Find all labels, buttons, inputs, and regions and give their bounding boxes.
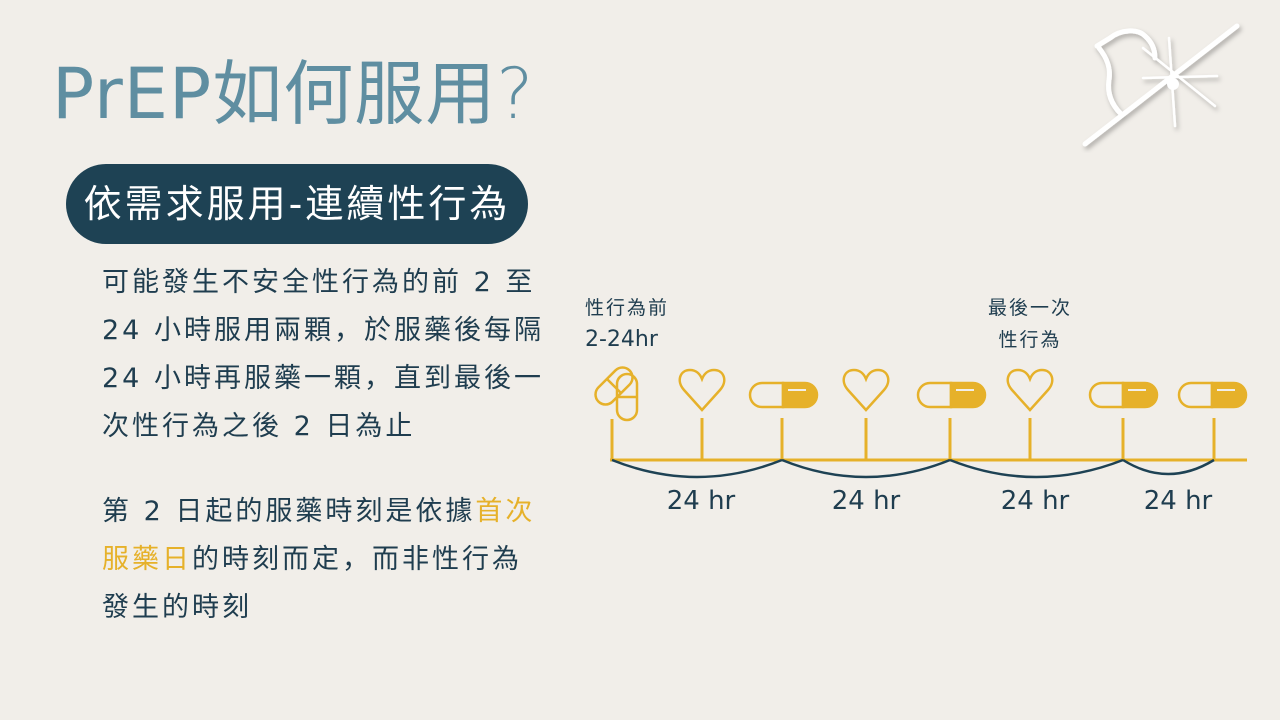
description-line: 可能發生不安全性行為的前 2 至 <box>102 267 536 298</box>
before-sex-label: 性行為前 2-24hr <box>585 292 669 356</box>
interval-label: 24 hr <box>1143 486 1213 516</box>
page-title: PrEP如何服用? <box>52 52 534 136</box>
before-sex-text: 性行為前 <box>585 297 670 319</box>
interval-label: 24 hr <box>1000 486 1070 516</box>
title-cjk: 如何服用? <box>212 53 535 135</box>
note-text: 第 2 日起的服藥時刻是依據 <box>102 496 476 527</box>
interval-arc <box>781 458 951 479</box>
section-heading: 依需求服用-連續性行為 <box>66 164 528 244</box>
interval-label: 24 hr <box>831 486 901 516</box>
two-pills-icon <box>594 366 639 422</box>
dosing-description: 可能發生不安全性行為的前 2 至 24 小時服用兩顆，於服藥後每隔 24 小時再… <box>102 259 552 451</box>
description-line: 24 小時服用兩顆，於服藥後每隔 <box>102 315 544 346</box>
heart-icon <box>1006 368 1054 412</box>
note-line-1: 第 2 日起的服藥時刻是依據首次 <box>102 488 552 536</box>
interval-label: 24 hr <box>666 486 736 516</box>
last-sex-text-2: 性行為 <box>998 329 1062 351</box>
heart-icon <box>678 368 726 412</box>
bird-star-logo-icon <box>1082 23 1240 147</box>
before-sex-hours: 2-24hr <box>585 327 658 352</box>
last-sex-label: 最後一次 性行為 <box>980 292 1080 356</box>
capsule-icon <box>1177 381 1248 409</box>
highlight-text: 首次 <box>475 496 536 527</box>
highlight-text: 服藥日 <box>102 544 192 575</box>
capsule-icon <box>916 381 987 409</box>
timing-note: 第 2 日起的服藥時刻是依據首次 服藥日的時刻而定，而非性行為 發生的時刻 <box>102 488 552 632</box>
description-line: 次性行為之後 2 日為止 <box>102 411 416 442</box>
interval-arc <box>1122 458 1215 476</box>
last-sex-text-1: 最後一次 <box>987 297 1072 319</box>
note-line-3: 發生的時刻 <box>102 592 252 623</box>
title-latin: PrEP <box>52 53 213 135</box>
note-text: 的時刻而定，而非性行為 <box>192 544 522 575</box>
interval-arc <box>949 458 1124 479</box>
interval-arc <box>611 458 783 479</box>
note-line-2: 服藥日的時刻而定，而非性行為 <box>102 536 552 584</box>
description-line: 24 小時再服藥一顆，直到最後一 <box>102 363 544 394</box>
capsule-icon <box>1088 381 1159 409</box>
heart-icon <box>842 368 890 412</box>
capsule-icon <box>748 381 819 409</box>
